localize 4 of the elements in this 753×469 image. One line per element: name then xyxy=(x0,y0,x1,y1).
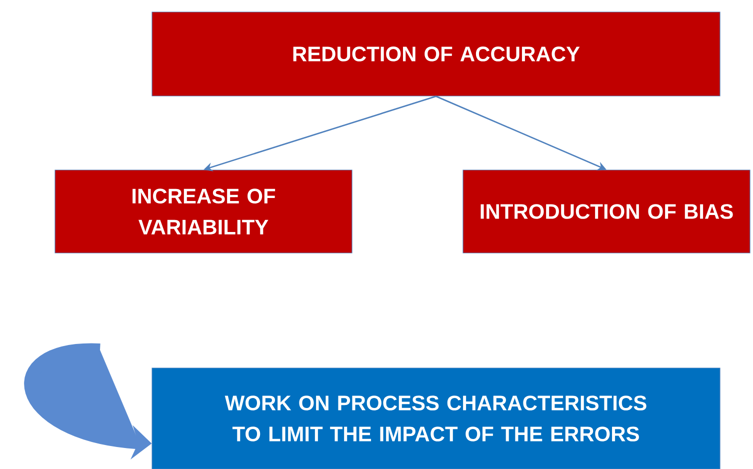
text-box: INTRODUCTION OF BIAS xyxy=(462,170,750,254)
text-box: INCREASE OF VARIABILITY xyxy=(54,170,352,254)
text-box: REDUCTION OF ACCURACY xyxy=(152,12,720,96)
text-box: WORK ON PROCESS CHARACTERISTICS TO LIMIT THE IMPACT OF THE ERRORS xyxy=(152,368,720,469)
